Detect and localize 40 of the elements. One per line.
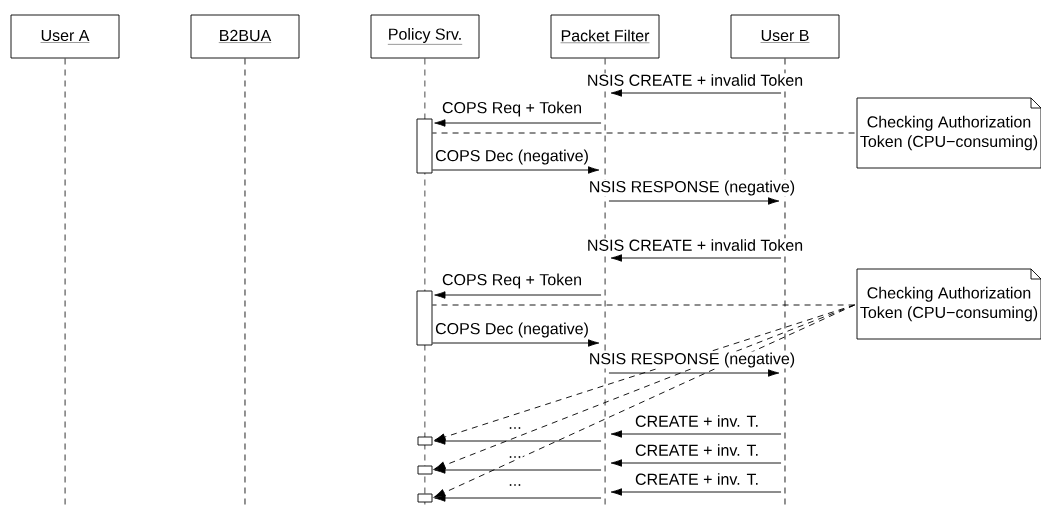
arrow	[434, 119, 602, 127]
participant-box: User A	[10, 14, 120, 59]
arrow	[608, 197, 780, 205]
activation-box	[416, 290, 433, 346]
activation-box	[417, 436, 433, 446]
edge-label: CREATE + inv. T.	[634, 443, 760, 457]
arrow	[610, 89, 782, 97]
activation-box	[416, 118, 433, 174]
participant-box: B2BUA	[190, 14, 300, 59]
edge-label: COPS Dec (negative)	[434, 148, 590, 166]
edge-label: ...	[507, 426, 523, 430]
edge-label: CREATE + inv. T.	[634, 472, 760, 486]
edge-label: ...	[507, 455, 523, 459]
edge-label: ...	[507, 483, 523, 487]
participant-box: Policy Srv.	[370, 14, 480, 59]
edge-label: COPS Req + Token	[440, 272, 584, 290]
arrow	[610, 430, 782, 438]
edge-label: COPS Dec (negative)	[434, 321, 590, 339]
arrow	[434, 291, 602, 299]
note-box: Checking Authorization Token (CPU−consuming)	[856, 268, 1041, 340]
arrow	[432, 166, 600, 174]
arrow	[610, 459, 782, 467]
edge-label: NSIS RESPONSE (negative)	[587, 179, 797, 197]
participant-box: User B	[730, 14, 840, 59]
arrow	[434, 437, 602, 445]
arrow	[608, 369, 780, 377]
note-box: Checking Authorization Token (CPU−consuming)	[856, 97, 1041, 169]
activation-box	[417, 465, 433, 475]
edge-label: NSIS RESPONSE (negative)	[587, 351, 797, 369]
edge-label: NSIS CREATE + invalid Token	[585, 238, 805, 252]
participant-box: Packet Filter	[550, 14, 660, 59]
edge-label: CREATE + inv. T.	[634, 414, 760, 428]
arrow	[610, 488, 782, 496]
arrow	[610, 254, 782, 262]
arrow	[432, 339, 600, 347]
edge-label: COPS Req + Token	[440, 100, 584, 118]
edge-label: NSIS CREATE + invalid Token	[585, 73, 805, 87]
arrow	[434, 466, 602, 474]
arrow	[434, 494, 602, 502]
activation-box	[417, 493, 433, 503]
